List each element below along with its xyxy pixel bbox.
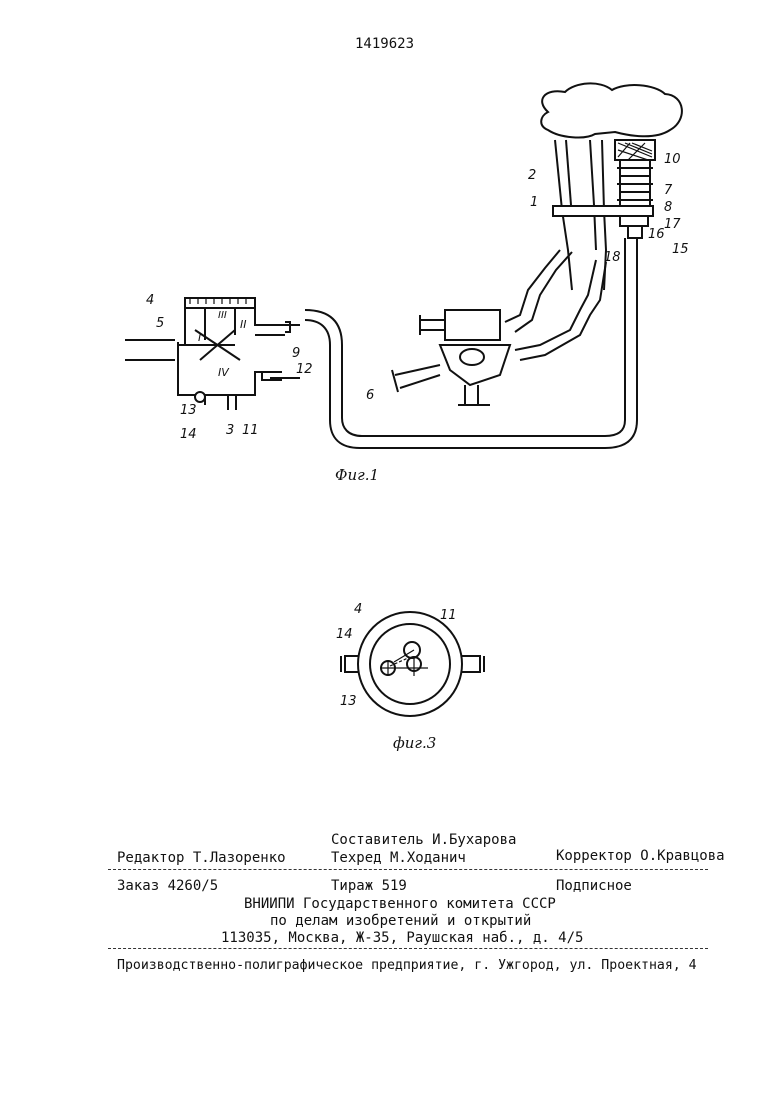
fig1-label-5: 5: [156, 316, 164, 331]
footer-divider-bottom: [108, 948, 708, 949]
figure-1-drawing: [0, 0, 780, 520]
fig1-label-18: 18: [604, 250, 621, 265]
footer-techred: Техред М.Ходанич: [331, 850, 466, 866]
footer-printer: Производственно-полиграфическое предприя…: [117, 958, 697, 973]
fig1-roman-II: II: [240, 318, 247, 331]
fig1-label-16: 16: [648, 227, 665, 242]
footer-compiler: Составитель И.Бухарова: [331, 832, 516, 848]
footer-divider-top: [108, 869, 708, 870]
fig1-label-4: 4: [146, 293, 154, 308]
footer-order: Заказ 4260/5: [117, 878, 218, 894]
footer-corrector: Корректор О.Кравцова: [556, 848, 725, 864]
fig1-label-11: 11: [242, 423, 259, 438]
figure-3-drawing: [330, 600, 510, 730]
fig1-label-10: 10: [664, 152, 681, 167]
fig1-label-17: 17: [664, 217, 681, 232]
fig3-label-11: 11: [440, 608, 457, 623]
fig1-label-9: 9: [292, 346, 300, 361]
fig1-roman-IV: IV: [218, 366, 229, 379]
fig1-label-3: 3: [226, 423, 234, 438]
fig1-roman-I: I: [198, 331, 201, 344]
figure-1-caption: Фиг.1: [335, 466, 379, 484]
fig3-label-13: 13: [340, 694, 357, 709]
fig1-label-2: 2: [528, 168, 536, 183]
fig1-roman-III: III: [218, 310, 227, 321]
fig3-label-4: 4: [354, 602, 362, 617]
footer-circulation: Тираж 519: [331, 878, 407, 894]
fig1-label-12: 12: [296, 362, 313, 377]
fig1-label-15: 15: [672, 242, 689, 257]
fig1-label-6: 6: [366, 388, 374, 403]
fig3-label-14: 14: [336, 627, 353, 642]
fig1-label-1: 1: [530, 195, 538, 210]
fig1-label-8: 8: [664, 200, 672, 215]
footer-editor: Редактор Т.Лазоренко: [117, 850, 286, 866]
footer-org-line3: 113035, Москва, Ж-35, Раушская наб., д. …: [221, 930, 583, 946]
fig1-label-13: 13: [180, 403, 197, 418]
fig1-label-14: 14: [180, 427, 197, 442]
footer-org-line2: по делам изобретений и открытий: [270, 913, 531, 929]
fig1-label-7: 7: [664, 183, 672, 198]
figure-3-caption: фиг.3: [393, 734, 436, 752]
footer-subscription: Подписное: [556, 878, 632, 894]
footer-org-line1: ВНИИПИ Государственного комитета СССР: [244, 896, 556, 912]
